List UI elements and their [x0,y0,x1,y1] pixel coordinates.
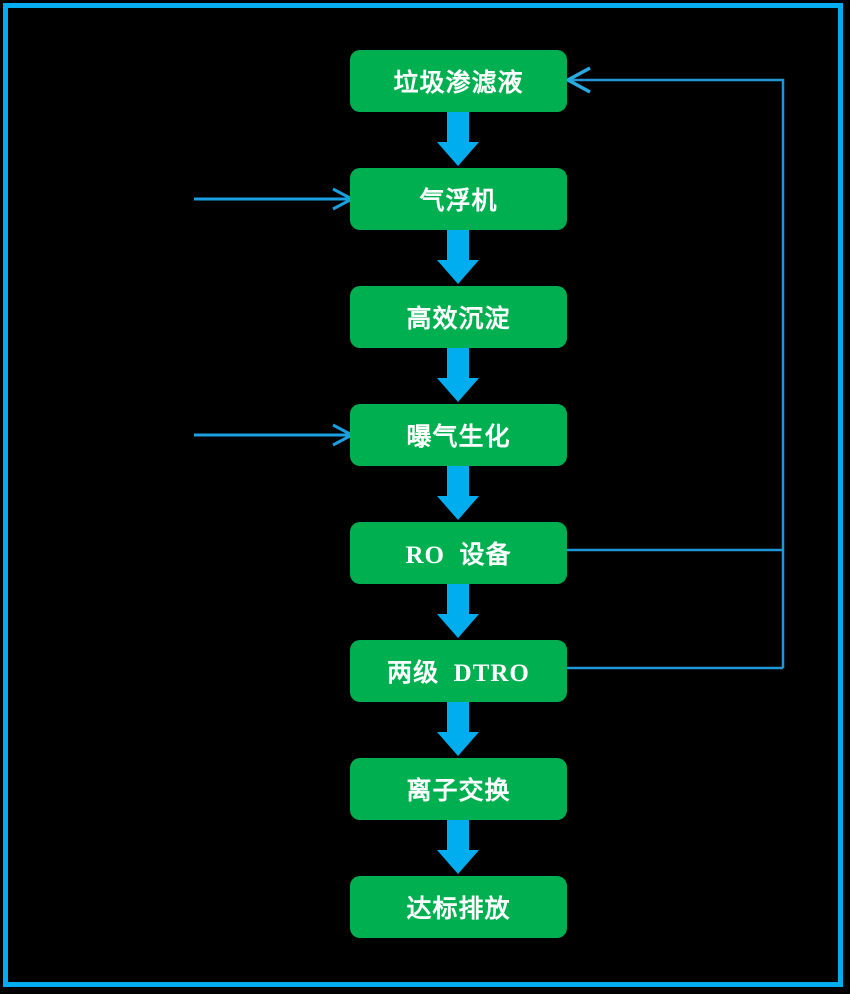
flow-arrow-aeration-to-ro [437,466,479,520]
node-aeration[interactable]: 曝气生化 [350,404,567,466]
node-discharge[interactable]: 达标排放 [350,876,567,938]
node-flotation[interactable]: 气浮机 [350,168,567,230]
input-arrow-aeration [194,423,356,447]
node-label: 达标排放 [406,896,511,923]
node-label: 曝气生化 [406,424,511,451]
node-label: 气浮机 [419,188,498,215]
flow-arrow-settling-to-aeration [437,348,479,402]
node-label: RO 设备 [405,542,512,569]
flow-arrow-ro-to-dtro [437,584,479,638]
node-label: 离子交换 [406,778,511,805]
flow-arrow-dtro-to-ionex [437,702,479,756]
node-label: 垃圾渗滤液 [393,70,524,97]
input-arrow-flotation [194,187,356,211]
node-leachate[interactable]: 垃圾渗滤液 [350,50,567,112]
flow-arrow-leachate-to-flotation [437,112,479,166]
node-label: 两级 DTRO [387,660,530,687]
flow-arrow-flotation-to-settling [437,230,479,284]
node-dtro[interactable]: 两级 DTRO [350,640,567,702]
node-ionex[interactable]: 离子交换 [350,758,567,820]
recycle-riser-line [564,66,785,668]
node-settling[interactable]: 高效沉淀 [350,286,567,348]
diagram-frame-border [3,3,843,987]
flow-arrow-ionex-to-discharge [437,820,479,874]
node-label: 高效沉淀 [406,306,511,333]
node-ro[interactable]: RO 设备 [350,522,567,584]
